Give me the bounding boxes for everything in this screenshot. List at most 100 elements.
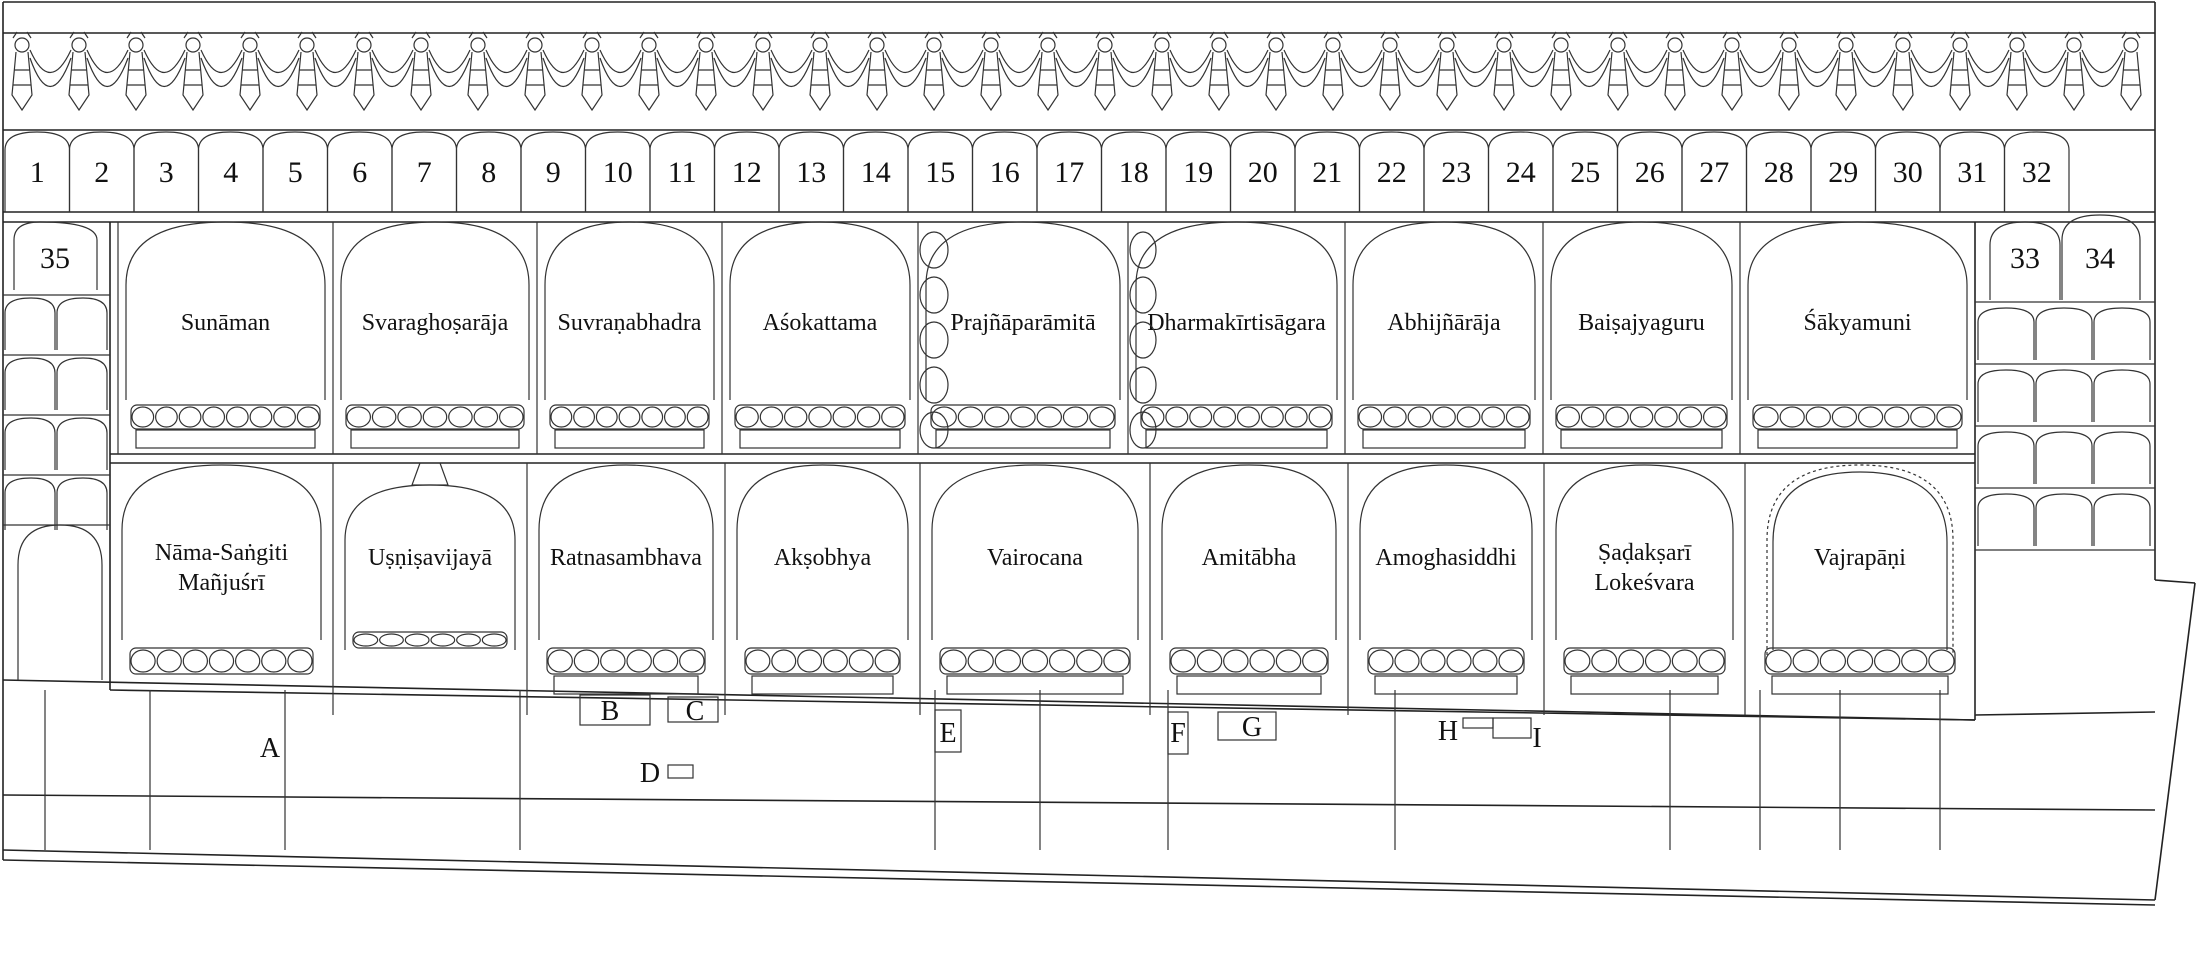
base-mark-label: G (1242, 712, 1262, 743)
cushion-row (1367, 647, 1525, 675)
cushion-row (345, 404, 525, 430)
cushion-row (1555, 404, 1728, 430)
lower-niche: Amoghasiddhi (1359, 463, 1545, 715)
upper-niche: Śākyamuni (1739, 221, 1968, 454)
base-mark-label: H (1438, 716, 1458, 747)
upper-niche: Baiṣajyaguru (1542, 221, 1733, 454)
upper-niche: Suvraṇabhadra (536, 221, 715, 454)
deity-name: Vajrapāṇi (1814, 545, 1906, 571)
niche-number: 6 (352, 156, 367, 189)
niche-number: 31 (1957, 156, 1987, 189)
deity-name: Nāma-Saṅgiti (155, 540, 289, 566)
upper-niche: Sunāman (117, 221, 326, 454)
niche-number: 21 (1312, 156, 1342, 189)
deity-name: Baiṣajyaguru (1578, 310, 1705, 336)
niche-number: 30 (1893, 156, 1923, 189)
niche-number: 7 (417, 156, 432, 189)
cushion-row (1764, 647, 1956, 675)
niche-number: 1 (30, 156, 45, 189)
cushion-row (734, 404, 906, 430)
niche-number: 3 (159, 156, 174, 189)
niche-number: 20 (1248, 156, 1278, 189)
niche-number: 25 (1570, 156, 1600, 189)
lower-niche: Ratnasambhava (538, 463, 726, 715)
deity-name: Suvraṇabhadra (558, 310, 702, 336)
lower-niche: Vairocana (931, 463, 1151, 715)
structure-outline (2, 1, 2196, 906)
niche-number: 16 (990, 156, 1020, 189)
cushion-row (930, 404, 1116, 430)
upper-niche: Svaraghoṣarāja (332, 221, 530, 454)
deity-name: Ṣaḍakṣarī (1598, 540, 1693, 566)
base-mark-label: C (686, 696, 705, 727)
niche-number: 4 (223, 156, 238, 189)
frieze-ornament (11, 31, 2142, 112)
cushion-row (1169, 647, 1329, 675)
niche-number: 15 (925, 156, 955, 189)
cushion-row (352, 631, 508, 649)
lower-niche: Akṣobhya (736, 463, 921, 715)
deity-name-line2: Lokeśvara (1595, 570, 1695, 596)
deity-name: Sunāman (181, 310, 270, 336)
deity-name: Abhijñārāja (1387, 310, 1501, 336)
upper-niche: Abhijñārāja (1344, 221, 1536, 454)
cushion-row (129, 647, 314, 675)
cushion-row (1752, 404, 1963, 430)
niche-number: 24 (1506, 156, 1536, 189)
niche-number: 13 (796, 156, 826, 189)
niche-number: 17 (1054, 156, 1084, 189)
cushion-row (130, 404, 321, 430)
lower-niche: Vajrapāṇi (1764, 463, 1976, 715)
base-mark-label: F (1170, 718, 1186, 749)
lower-niche: Uṣṇiṣavijayā (344, 462, 528, 715)
deity-name: Vairocana (987, 545, 1083, 571)
upper-niche: Aśokattama (721, 221, 911, 454)
niche-number: 28 (1764, 156, 1794, 189)
upper-niche: Prajñāparāmitā (917, 221, 1121, 454)
deity-name: Svaraghoṣarāja (362, 310, 509, 336)
niche-number: 11 (668, 156, 697, 189)
niche-number: 35 (40, 242, 70, 275)
niche-number: 19 (1183, 156, 1213, 189)
cushion-row (546, 647, 706, 675)
niche-number: 14 (861, 156, 891, 189)
niche-number: 9 (546, 156, 561, 189)
deity-name: Uṣṇiṣavijayā (368, 545, 492, 571)
upper-niche: Dharmakīrtisāgara (1127, 221, 1338, 454)
niche-number: 10 (603, 156, 633, 189)
deity-name-line2: Mañjuśrī (178, 570, 266, 596)
base-mark-label: A (260, 733, 281, 764)
deity-name: Amoghasiddhi (1375, 545, 1517, 571)
cushion-row (939, 647, 1131, 675)
niche-number: 26 (1635, 156, 1665, 189)
base-mark-label: D (640, 758, 660, 789)
niche-number: 32 (2022, 156, 2052, 189)
niche-number: 33 (2010, 242, 2040, 275)
cushion-row (1563, 647, 1726, 675)
deity-name: Akṣobhya (774, 545, 872, 571)
deity-name: Amitābha (1202, 545, 1297, 571)
niche-number: 18 (1119, 156, 1149, 189)
deity-name: Dharmakīrtisāgara (1147, 310, 1326, 336)
deity-name: Aśokattama (763, 310, 878, 336)
base-mark-label: E (939, 718, 956, 749)
niche-number: 34 (2085, 242, 2115, 275)
deity-name: Ratnasambhava (550, 545, 702, 571)
niche-number: 5 (288, 156, 303, 189)
niche-number: 23 (1441, 156, 1471, 189)
niche-number: 29 (1828, 156, 1858, 189)
niche-number: 2 (94, 156, 109, 189)
niche-number: 8 (481, 156, 496, 189)
niche-number: 22 (1377, 156, 1407, 189)
deity-name: Śākyamuni (1804, 309, 1912, 336)
base-mark-label: B (601, 696, 620, 727)
deity-name: Prajñāparāmitā (950, 310, 1096, 336)
niche-number: 27 (1699, 156, 1729, 189)
upper-niche-row: Sunāman Svaraghoṣarāja Suvraṇabhadra Aśokat… (117, 221, 1968, 454)
cushion-row (1140, 404, 1333, 430)
